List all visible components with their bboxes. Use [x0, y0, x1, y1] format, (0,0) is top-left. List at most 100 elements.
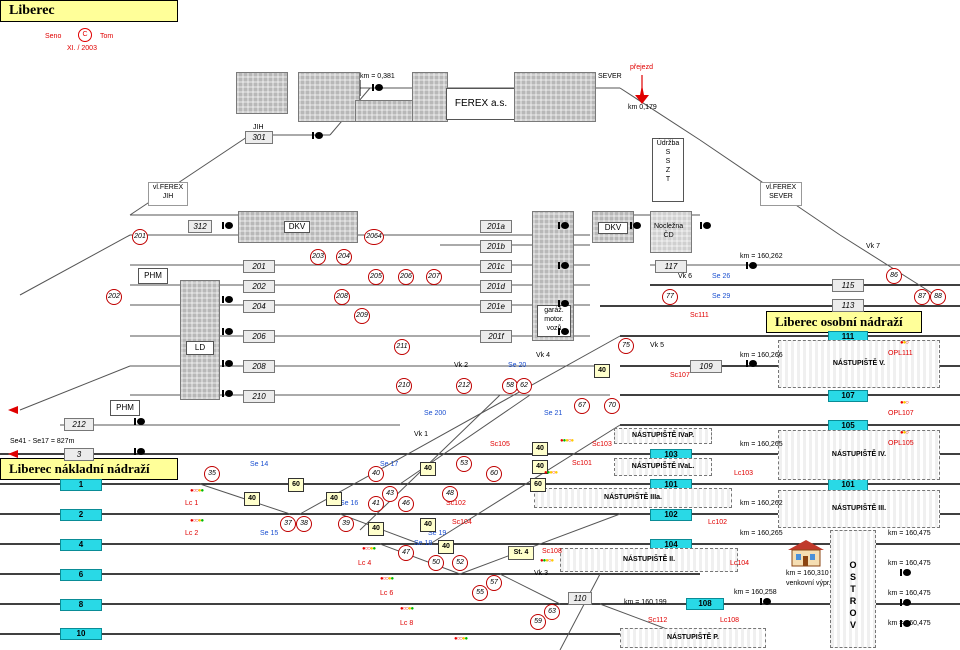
track-107: 107 — [828, 390, 868, 402]
signal-se200: Se 200 — [424, 410, 447, 417]
ostrov-platform: O S T R O V — [830, 530, 876, 648]
switch-52: 52 — [452, 555, 468, 571]
switch-88: 88 — [930, 289, 946, 305]
signal-opl105: OPL105 — [888, 440, 914, 447]
track-115: 115 — [832, 279, 864, 292]
signal-lamps: ●●●○● — [540, 558, 554, 564]
track-109: 109 — [690, 360, 722, 373]
signal-icon — [746, 262, 760, 269]
signal-lc104: Lc104 — [730, 560, 750, 567]
switch-75: 75 — [618, 338, 634, 354]
signal-lamps: ●●○ — [900, 430, 909, 436]
maintenance-building: Údržba S S Z T — [652, 138, 684, 202]
speed-limit: 40 — [594, 364, 610, 378]
signal-icon — [746, 360, 760, 367]
signal-icon — [134, 448, 148, 455]
track-108: 108 — [686, 598, 724, 610]
diagram-date: XI. / 2003 — [67, 45, 97, 52]
signal-lamps: ●●○ — [900, 340, 909, 346]
platform-ivap: NÁSTUPIŠTĚ IVaP. — [614, 428, 712, 444]
north-label: SEVER — [598, 73, 622, 80]
signal-lamps: ●○○●● — [400, 606, 414, 612]
track-10: 10 — [60, 628, 102, 640]
km-label: km = 160,262 — [740, 500, 783, 507]
signal-lc108: Lc108 — [720, 617, 740, 624]
track-206: 206 — [243, 330, 275, 343]
speed-limit: 60 — [288, 478, 304, 492]
signal-lc102: Lc102 — [708, 519, 728, 526]
author-tom: Tom — [100, 33, 114, 40]
switch-37: 37 — [280, 516, 296, 532]
track-4: 4 — [60, 539, 102, 551]
switch-43: 43 — [382, 486, 398, 502]
ferex-south: vl.FEREX JIH — [148, 182, 188, 206]
signal-se17: Se 17 — [380, 461, 399, 468]
speed-limit: 40 — [420, 462, 436, 476]
external-checkout-label: venkovní výpr. — [786, 580, 831, 587]
km-label: km = 160,265 — [740, 530, 783, 537]
building — [236, 72, 288, 114]
track-102: 102 — [650, 509, 692, 521]
track-208: 208 — [243, 360, 275, 373]
switch-48: 48 — [442, 486, 458, 502]
signal-opl107: OPL107 — [888, 410, 914, 417]
speed-limit: 40 — [244, 492, 260, 506]
track-201b: 201b — [480, 240, 512, 253]
track-312: 312 — [188, 220, 212, 233]
signal-se29: Se 29 — [712, 293, 731, 300]
switch-206: 206 — [398, 269, 414, 285]
track-201a: 201a — [480, 220, 512, 233]
signal-sc103: Sc103 — [592, 441, 612, 448]
speed-limit: 40 — [420, 518, 436, 532]
signal-lamps: ●●○ — [900, 400, 909, 406]
signal-icon — [558, 222, 572, 229]
signal-icon — [630, 222, 644, 229]
speed-limit: 60 — [530, 478, 546, 492]
signal-lc2: Lc 2 — [185, 530, 199, 537]
track-201c: 201c — [480, 260, 512, 273]
track-202: 202 — [243, 280, 275, 293]
switch-211: 211 — [394, 339, 410, 355]
signal-lamps: ●●●○● — [544, 470, 558, 476]
switch-63: 63 — [544, 604, 560, 620]
signal-icon — [222, 328, 236, 335]
diagram-title: Liberec — [0, 0, 178, 22]
switch-59: 59 — [530, 614, 546, 630]
switch-70: 70 — [604, 398, 620, 414]
track-201e: 201e — [480, 300, 512, 313]
crossing-label: přejezd — [630, 64, 653, 71]
track-3: 3 — [64, 448, 94, 461]
switch-41: 41 — [368, 496, 384, 512]
switch-205: 205 — [368, 269, 384, 285]
signal-icon — [700, 222, 714, 229]
platform-p: NÁSTUPIŠTĚ P. — [620, 628, 766, 648]
signal-lc103: Lc103 — [734, 470, 754, 477]
switch-209: 209 — [354, 308, 370, 324]
dormitory-label: Nocležna ČD — [654, 223, 684, 239]
signal-lamps: ●○○●● — [190, 488, 204, 494]
signal-se15: Se 15 — [260, 530, 279, 537]
signal-vk7: Vk 7 — [866, 243, 881, 250]
signal-icon — [558, 300, 572, 307]
switch-39: 39 — [338, 516, 354, 532]
signal-icon — [134, 418, 148, 425]
signal-icon — [900, 620, 914, 627]
km-label: km = 160,475 — [888, 590, 931, 597]
signal-lamps: ●○○●● — [362, 546, 376, 552]
signal-icon — [900, 569, 914, 576]
building — [412, 72, 448, 122]
signal-icon — [222, 360, 236, 367]
km-label: km = 160,265 — [740, 441, 783, 448]
signal-icon — [222, 296, 236, 303]
signal-opl111: OPL111 — [888, 350, 913, 357]
switch-210: 210 — [396, 378, 412, 394]
signal-lc1: Lc 1 — [185, 500, 199, 507]
station-house-icon — [788, 540, 824, 567]
speed-limit: 40 — [532, 442, 548, 456]
signal-se26: Se 26 — [712, 273, 731, 280]
jih-label: JIH — [253, 124, 264, 131]
track-201d: 201d — [480, 280, 512, 293]
switch-207: 207 — [426, 269, 442, 285]
km-label: km = 160,475 — [888, 560, 931, 567]
track-201f: 201f — [480, 330, 512, 343]
